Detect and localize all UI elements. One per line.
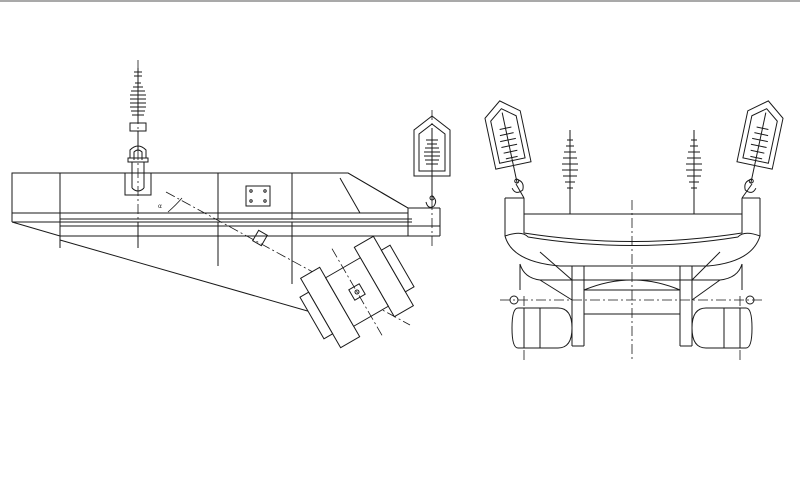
angle-arc (167, 197, 183, 213)
right-hanger (413, 110, 451, 248)
left-bolt (509, 295, 519, 305)
front-left-spring (562, 130, 578, 214)
left-motor-cylinder (511, 307, 573, 349)
front-trough (504, 197, 761, 267)
front-left-hanger (484, 100, 532, 193)
right-motor-cylinder (691, 307, 753, 349)
bracket-clip (251, 229, 269, 247)
angle-label: α (158, 203, 162, 210)
front-right-hanger (736, 100, 784, 193)
vibration-motor (299, 235, 415, 349)
inspection-plate (245, 185, 271, 207)
left-suspension-spring (124, 60, 152, 240)
right-bolt (745, 295, 755, 305)
support-line (59, 239, 319, 315)
front-right-spring (686, 130, 702, 214)
front-body (519, 251, 743, 347)
front-view (484, 100, 784, 362)
side-view: α (11, 60, 451, 349)
